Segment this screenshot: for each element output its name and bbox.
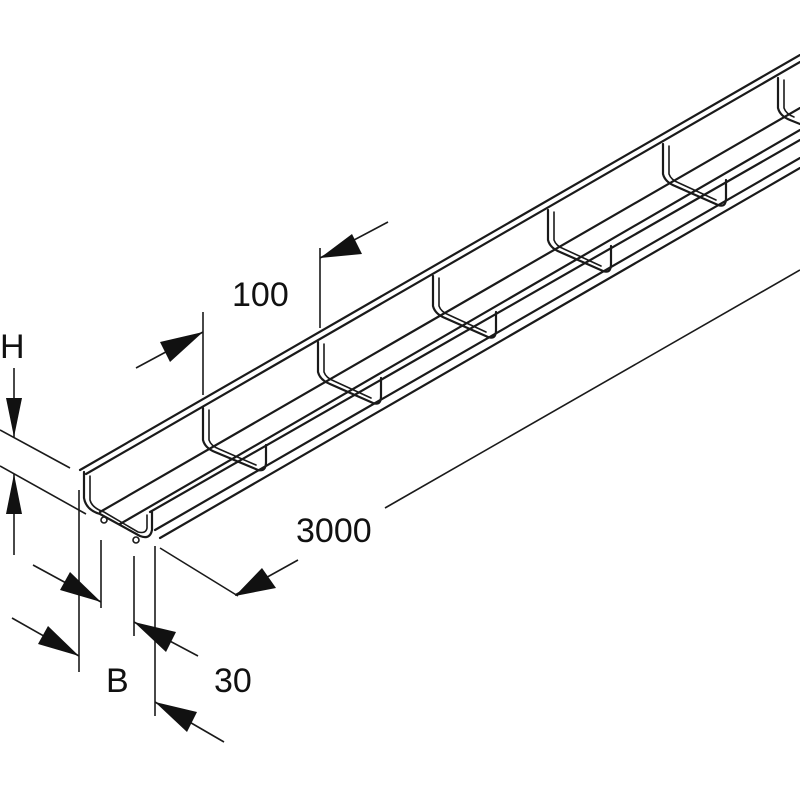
cross-wire-5 (661, 142, 728, 207)
right-top-rail (148, 138, 800, 514)
front-cross-wire-inner (89, 475, 148, 534)
front-weld-point-1 (100, 516, 108, 524)
left-top-rail-inner (84, 60, 800, 476)
length-label: 3000 (296, 512, 372, 550)
offset-dimension: 30 (133, 546, 252, 743)
pitch-arrow-right (320, 234, 362, 258)
height-extension-line-top (0, 429, 71, 469)
length-arrow (235, 568, 276, 596)
pitch-dimension: 100 (135, 221, 389, 395)
height-arrow-bottom (6, 474, 22, 514)
length-extension-line-front (159, 547, 239, 597)
cable-tray-body (78, 53, 800, 544)
front-weld-point-2 (132, 536, 140, 544)
offset-arrow-lower (155, 702, 197, 732)
bottom-rail-2 (118, 128, 800, 526)
cross-wire-4 (546, 208, 613, 273)
cross-wire-3 (431, 274, 498, 339)
offset-label: 30 (214, 662, 252, 700)
height-arrow-top (6, 398, 22, 437)
width-arrow-upper (60, 572, 101, 602)
bottom-rail-1 (98, 106, 800, 514)
width-label: B (106, 662, 129, 700)
width-arrow-lower (38, 626, 79, 656)
left-top-rail (78, 53, 800, 472)
cross-wire-6 (776, 76, 800, 126)
height-label: H (0, 328, 25, 366)
front-cross-wire (82, 470, 154, 539)
length-dimension-line-far (384, 269, 800, 509)
offset-arrow-upper (134, 622, 176, 652)
pitch-label: 100 (232, 276, 289, 314)
height-dimension: H (0, 328, 87, 555)
bottom-rail-4 (158, 166, 800, 540)
cross-wire-1 (201, 406, 268, 472)
bottom-rail-3 (153, 156, 800, 532)
width-dimension: B (11, 490, 129, 700)
length-dimension: 3000 (159, 269, 800, 597)
pitch-arrow-left (160, 332, 203, 362)
cross-wire-2 (316, 340, 383, 405)
